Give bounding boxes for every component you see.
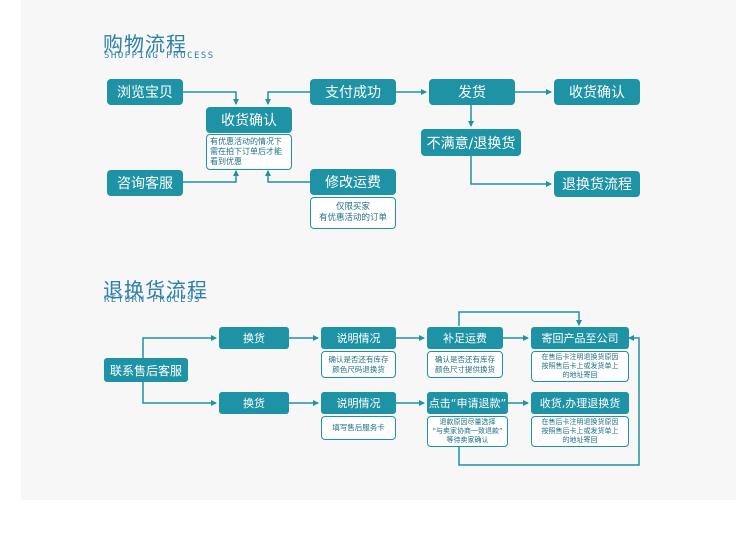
explain-box: 说明情况: [321, 327, 396, 349]
send-back-box: 寄回产品至公司: [531, 327, 629, 349]
shipping-fee-note-line: 颜色尺寸提供换货: [435, 364, 495, 374]
pay-success-box: 支付成功: [310, 79, 396, 105]
arrow-unsatisfied-to-returnflow: [470, 156, 552, 187]
shipping-fee-box: 补足运费: [427, 327, 503, 349]
explain-note: 确认是否还有库存 颜色尺码退换货: [321, 351, 396, 378]
apply-refund-note-line: “与卖家协商一致退款”: [432, 427, 503, 436]
send-back-note: 在售后卡注明退换货原因 按照售后卡上或发货单上 的地址寄回: [531, 351, 629, 382]
modify-note: 仅限买家 有优惠活动的订单: [310, 197, 396, 229]
shopping-subtitle: SHOPPING PROCESS: [104, 51, 215, 61]
confirm-note-line: 有优惠活动的情况下: [210, 137, 282, 146]
arrow-refund-loop-to-sendback: [458, 335, 640, 466]
send-back-note-line: 的地址寄回: [562, 370, 598, 379]
arrow-fee-loop-to-sendback: [458, 311, 582, 326]
arrow-browse-to-confirm: [183, 91, 239, 105]
arrow-pay-to-confirm: [265, 91, 310, 105]
exchange-box: 换货: [219, 327, 289, 349]
apply-refund-box: 点击“申请退款”: [427, 392, 508, 414]
confirm-receipt-box: 收货确认: [206, 107, 292, 133]
send-back-note-line: 在售后卡注明退换货原因: [541, 353, 619, 362]
modify-note-line: 仅限买家: [335, 202, 370, 213]
arrow-modify-to-confirm: [265, 170, 310, 183]
return-flow-box: 退换货流程: [554, 171, 640, 197]
modify-note-line: 有优惠活动的订单: [318, 213, 387, 223]
apply-refund-note-line: 等待卖家确认: [446, 435, 489, 444]
consult-box: 咨询客服: [107, 170, 183, 196]
confirm-note-line: 需在拍下订单后才能: [210, 147, 282, 156]
explain-note-line: 颜色尺码退换货: [332, 364, 385, 374]
modify-fee-box: 修改运费: [310, 169, 396, 195]
receive-refund-note-line: 在售后卡注明退换货原因: [541, 418, 619, 427]
apply-refund-note: 退款原因尽量选择 “与卖家协商一致退款” 等待卖家确认: [427, 416, 508, 447]
unsatisfied-box: 不满意/退换货: [421, 129, 521, 156]
explain-note-2: 填写售后服务卡: [321, 416, 396, 440]
receipt-final-box: 收货确认: [554, 79, 640, 105]
send-back-note-line: 按照售后卡上或发货单上: [541, 362, 619, 371]
returns-subtitle: RETURN PROCESS: [104, 295, 201, 305]
shipping-fee-note-line: 确认是否还有库存: [435, 355, 495, 365]
confirm-note-line: 看到优惠: [210, 157, 242, 166]
explain-box-2: 说明情况: [321, 392, 396, 414]
arrow-contact-to-return: [142, 382, 217, 406]
receive-refund-note-line: 按照售后卡上或发货单上: [541, 427, 619, 436]
explain-note-2-line: 填写售后服务卡: [332, 423, 385, 433]
apply-refund-note-line: 退款原因尽量选择: [439, 418, 496, 427]
receive-refund-note: 在售后卡注明退换货原因 按照售后卡上或发货单上 的地址寄回: [531, 416, 629, 447]
arrow-consult-to-confirm: [183, 170, 239, 183]
browse-box: 浏览宝贝: [107, 79, 183, 105]
shopping-title: 购物流程: [103, 32, 187, 56]
contact-service-box: 联系售后客服: [104, 358, 188, 382]
confirm-note: 有优惠活动的情况下 需在拍下订单后才能 看到优惠: [206, 134, 292, 170]
explain-note-line: 确认是否还有库存: [328, 355, 389, 365]
receive-refund-note-line: 的地址寄回: [562, 435, 598, 444]
ship-box: 发货: [429, 79, 515, 105]
return-box: 换货: [219, 392, 289, 414]
returns-title: 退换货流程: [103, 278, 208, 302]
arrow-contact-to-exchange: [142, 335, 217, 358]
shipping-fee-note: 确认是否还有库存 颜色尺寸提供换货: [427, 351, 503, 378]
receive-refund-box: 收货,办理退换货: [531, 392, 629, 414]
